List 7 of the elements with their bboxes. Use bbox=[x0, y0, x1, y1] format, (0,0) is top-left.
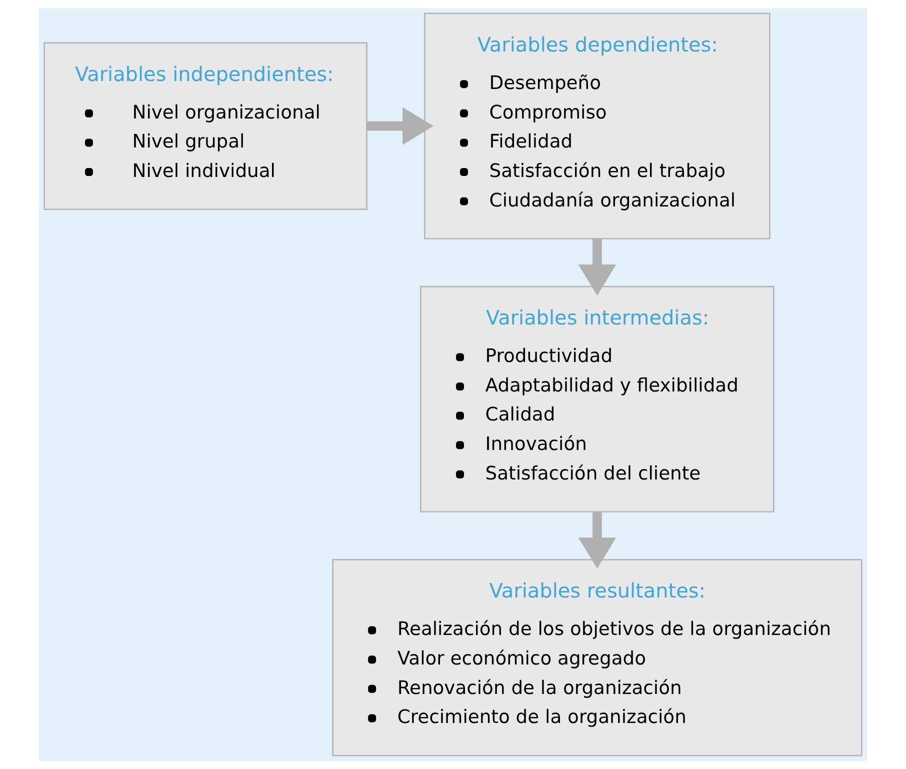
arrow bbox=[578, 238, 616, 296]
arrow bbox=[366, 107, 434, 145]
node-box: Variables dependientes: Desempeño Compromiso Fidelidad Satisfacción en el trabajo Ciudadanía organizacional bbox=[424, 12, 770, 240]
node-box: Variables intermedias: Productividad Adaptabilidad y flexibilidad Calidad Innovación Satisfacción del cliente bbox=[420, 286, 774, 512]
node-box: Variables independientes: Nivel organizacional Nivel grupal Nivel individual bbox=[44, 42, 368, 210]
node-box: Variables resultantes: Realización de los objetivos de la organización Valor económico agregado Renovación de la organización Crecimiento de la organización bbox=[332, 559, 862, 756]
arrow bbox=[578, 512, 616, 569]
